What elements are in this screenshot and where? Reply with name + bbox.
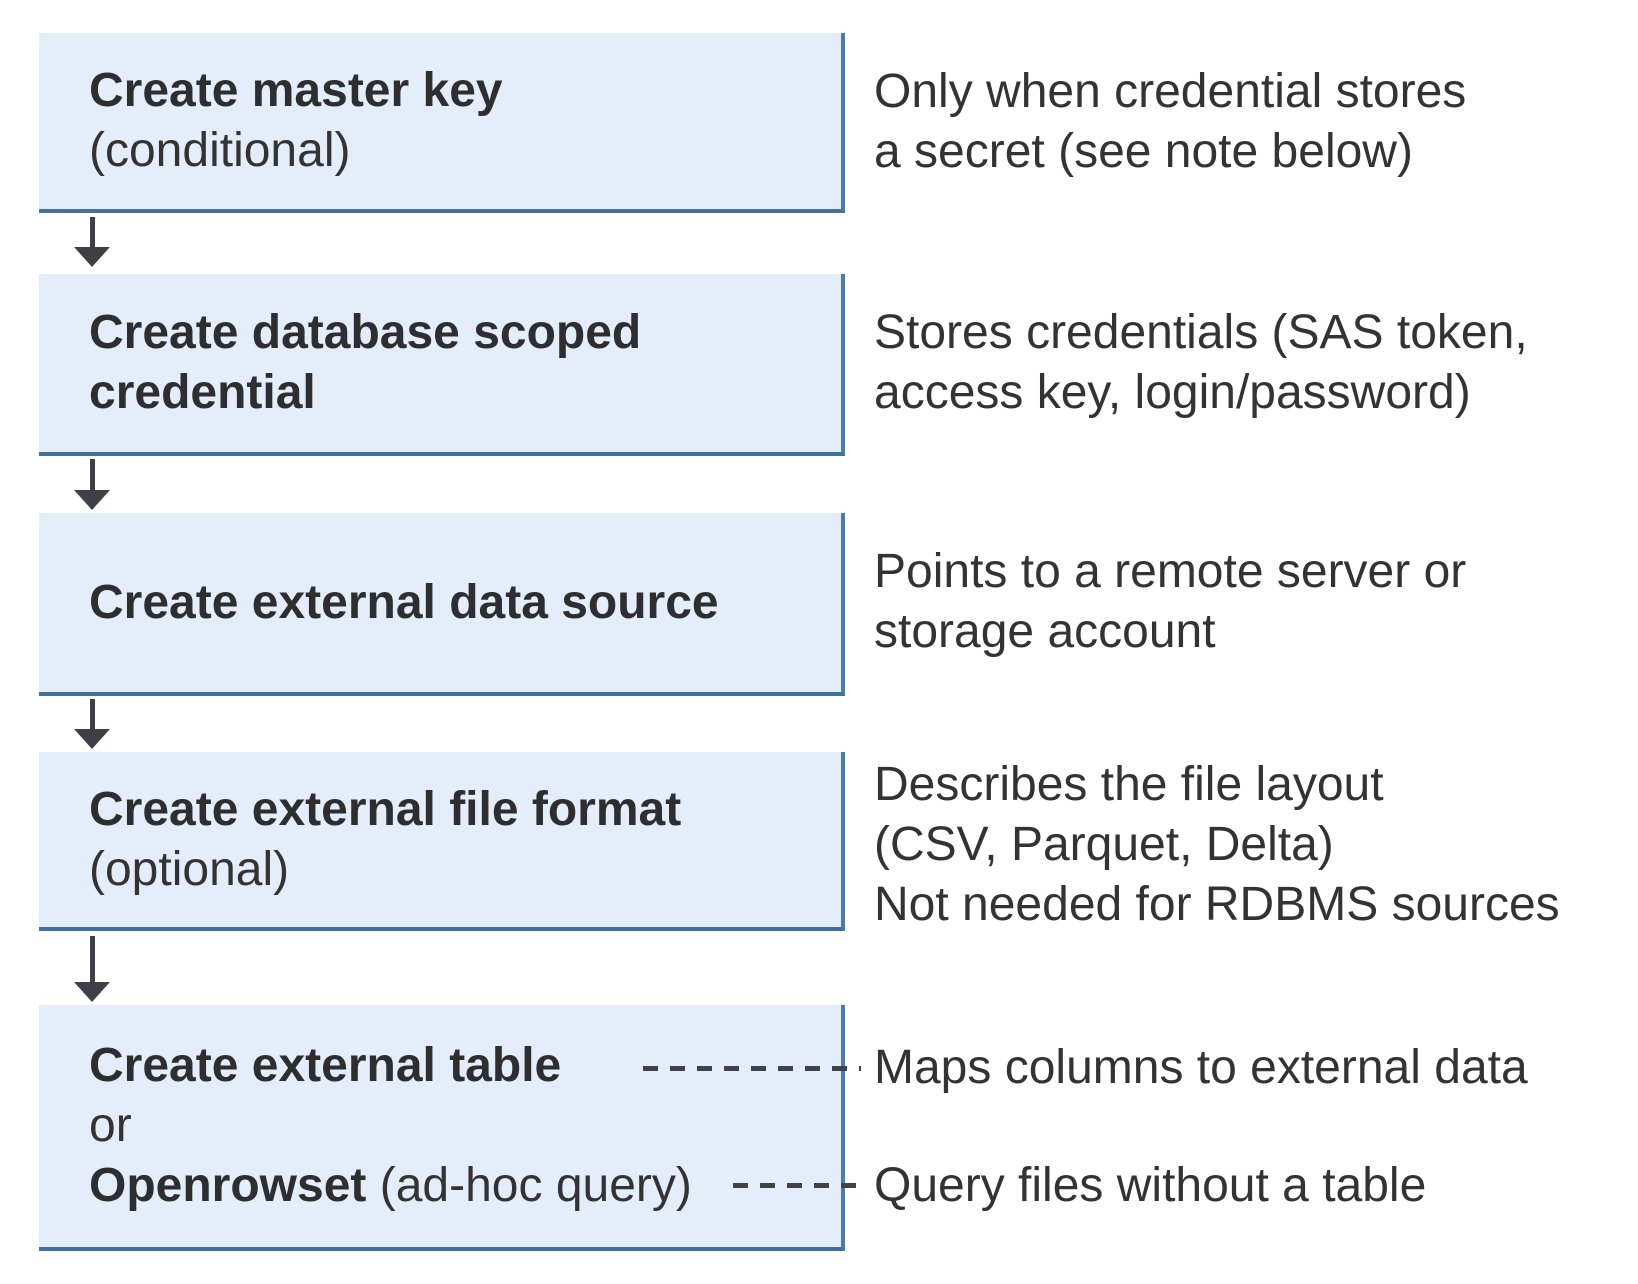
final-description-openrowset: Query files without a table <box>874 1159 1427 1212</box>
arrow-head <box>74 729 110 749</box>
step-note: (optional) <box>89 842 290 896</box>
arrow-stem <box>89 217 95 247</box>
arrow-down-icon <box>74 699 110 749</box>
arrow-stem <box>89 699 95 729</box>
step-title: Create external file format <box>89 782 682 836</box>
arrow-head <box>74 982 110 1002</box>
final-option-openrowset: Openrowset (ad-hoc query) <box>89 1156 821 1216</box>
dashed-connector-line <box>733 1183 861 1188</box>
arrow-down-icon <box>74 459 110 510</box>
step-title: Create external data source <box>89 575 719 629</box>
final-option1-label: Create external table <box>89 1039 562 1092</box>
arrow-head <box>74 247 110 267</box>
step-description: Stores credentials (SAS token, access ke… <box>874 306 1528 419</box>
final-option2-rest: (ad-hoc query) <box>366 1159 692 1212</box>
step-box-create-database-scoped-credential: Create database scoped credential <box>39 274 845 456</box>
step-box-create-external-data-source: Create external data source <box>39 513 845 696</box>
arrow-down-icon <box>74 217 110 267</box>
dashed-connector-line <box>643 1066 861 1071</box>
arrow-head <box>74 490 110 510</box>
step-title: Create database scoped credential <box>89 306 642 419</box>
arrow-stem <box>89 459 95 490</box>
step-description: Describes the file layout (CSV, Parquet,… <box>874 758 1560 931</box>
final-connector-word: or <box>89 1099 132 1152</box>
final-description-external-table: Maps columns to external data <box>874 1041 1528 1094</box>
step-description: Only when credential stores a secret (se… <box>874 65 1467 178</box>
step-title: Create master key <box>89 64 503 117</box>
arrow-stem <box>89 936 95 982</box>
step-note: (conditional) <box>89 124 351 177</box>
step-description: Points to a remote server or storage acc… <box>874 545 1467 658</box>
step-box-create-external-file-format: Create external file format (optional) <box>39 752 845 931</box>
arrow-down-icon <box>74 936 110 1002</box>
step-box-create-external-table-or-openrowset: Create external table or Openrowset (ad-… <box>39 1005 845 1251</box>
final-option-external-table: Create external table <box>89 1036 821 1096</box>
step-box-create-master-key: Create master key (conditional) <box>39 33 845 213</box>
final-option2-bold: Openrowset <box>89 1159 367 1212</box>
